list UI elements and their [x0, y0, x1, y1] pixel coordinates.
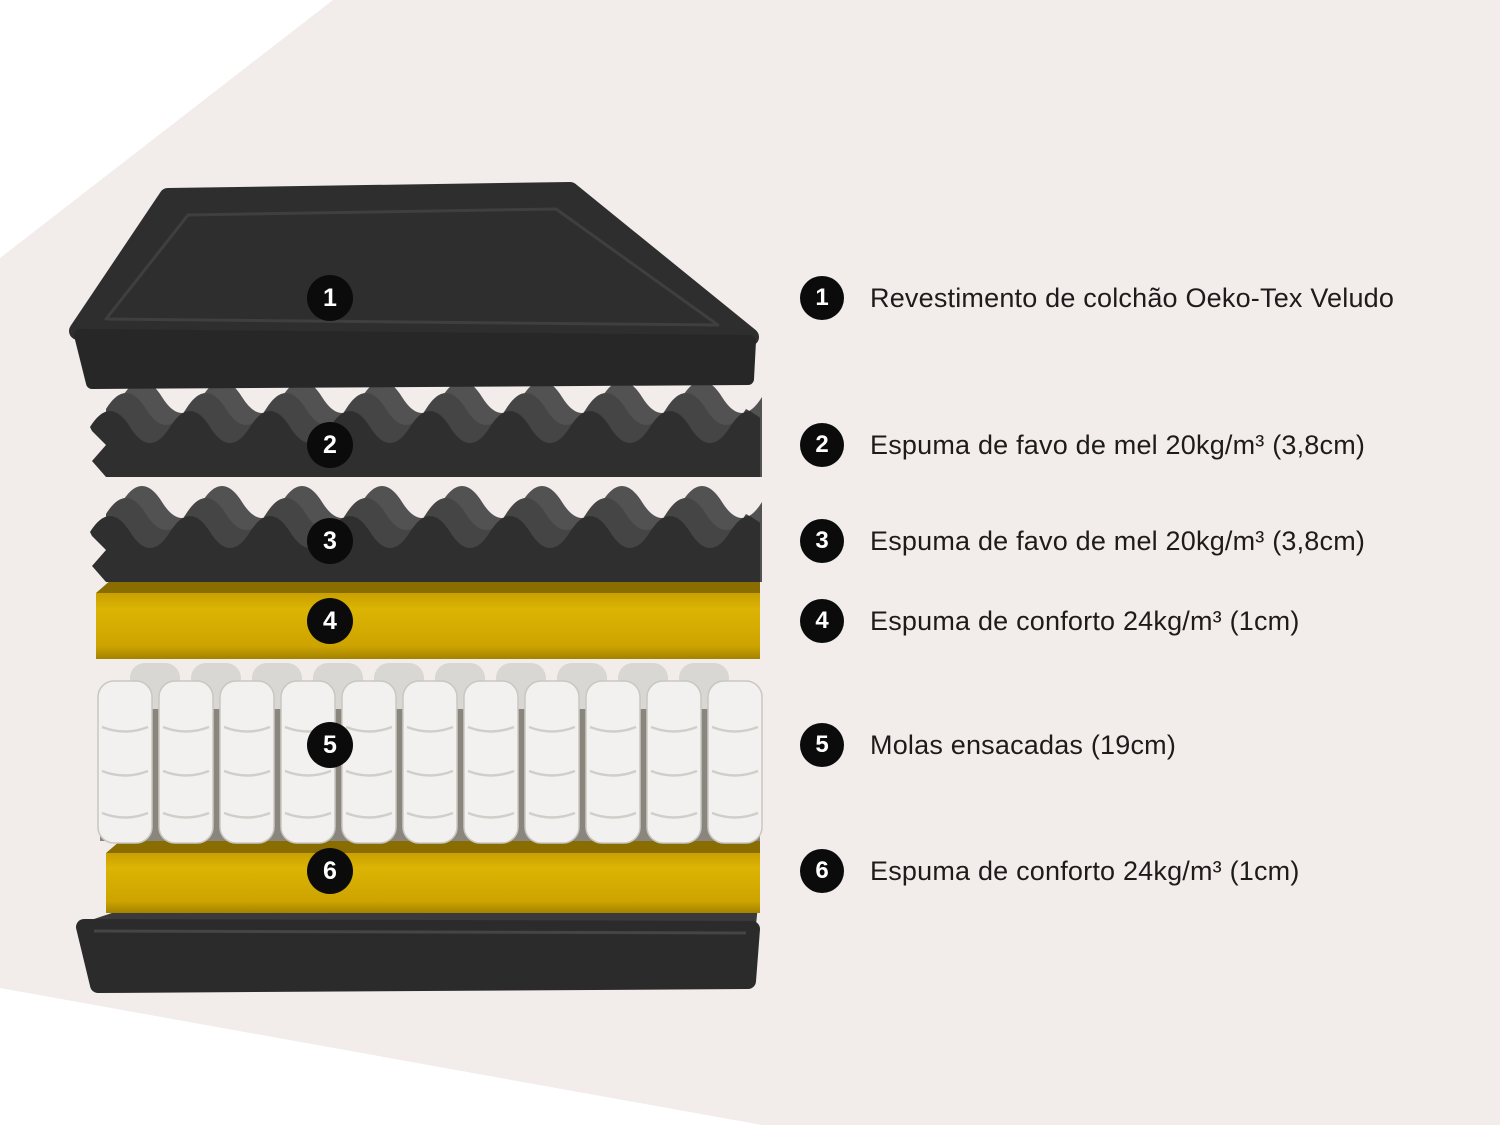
legend-label-5: Molas ensacadas (19cm) [870, 729, 1177, 760]
layer-base-cover [76, 903, 760, 993]
layer-badge-6: 6 [307, 848, 353, 894]
layer-4-comfort-foam [96, 579, 760, 659]
legend-badge-5: 5 [800, 723, 844, 767]
layer-5-pocket-springs [96, 663, 764, 845]
legend-label-3: Espuma de favo de mel 20kg/m³ (3,8cm) [870, 525, 1366, 556]
legend-badge-2: 2 [800, 423, 844, 467]
legend-label-1: Revestimento de colchão Oeko-Tex Veludo [870, 282, 1395, 313]
layer-2-honeycomb-foam [90, 381, 762, 477]
legend-item-3: 3 Espuma de favo de mel 20kg/m³ (3,8cm) [800, 517, 1365, 565]
layer-badge-4: 4 [307, 598, 353, 644]
legend-item-2: 2 Espuma de favo de mel 20kg/m³ (3,8cm) [800, 421, 1365, 469]
layer-badge-3: 3 [307, 518, 353, 564]
legend-item-1: 1 Revestimento de colchão Oeko-Tex Velud… [800, 274, 1394, 322]
legend-item-4: 4 Espuma de conforto 24kg/m³ (1cm) [800, 597, 1300, 645]
legend-badge-4: 4 [800, 599, 844, 643]
layer-6-comfort-foam [106, 841, 760, 913]
layer-badge-5: 5 [307, 722, 353, 768]
legend-badge-3: 3 [800, 519, 844, 563]
legend-item-6: 6 Espuma de conforto 24kg/m³ (1cm) [800, 847, 1300, 895]
legend-label-4: Espuma de conforto 24kg/m³ (1cm) [870, 605, 1300, 636]
layer-badge-1: 1 [307, 275, 353, 321]
layer-badge-2: 2 [307, 422, 353, 468]
mattress-layers-illustration [69, 182, 764, 993]
legend-label-2: Espuma de favo de mel 20kg/m³ (3,8cm) [870, 429, 1366, 460]
legend-item-5: 5 Molas ensacadas (19cm) [800, 721, 1176, 769]
layer-1-top-cover [69, 182, 759, 389]
legend-badge-6: 6 [800, 849, 844, 893]
layer-3-honeycomb-foam [90, 486, 762, 582]
legend-label-6: Espuma de conforto 24kg/m³ (1cm) [870, 855, 1300, 886]
legend-badge-1: 1 [800, 276, 844, 320]
